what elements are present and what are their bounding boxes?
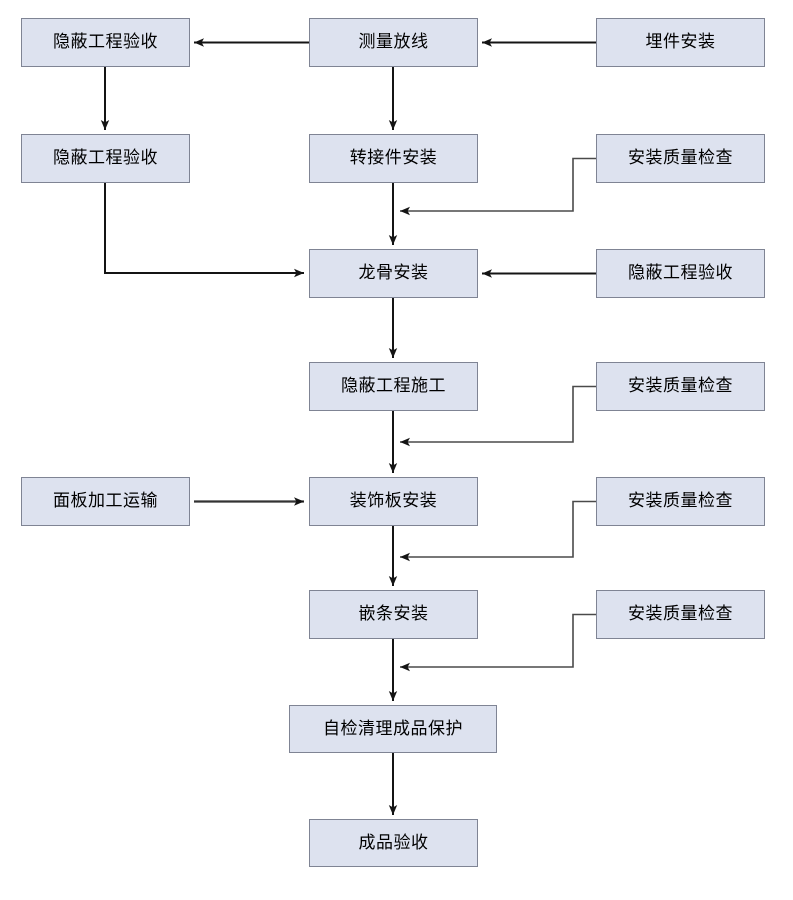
node-label: 面板加工运输	[53, 491, 158, 511]
node-survey-layout[interactable]: 测量放线	[309, 18, 478, 67]
node-label: 装饰板安装	[349, 491, 438, 511]
node-label: 安装质量检查	[628, 376, 733, 396]
node-label: 隐蔽工程验收	[53, 32, 158, 52]
node-label: 转接件安装	[349, 148, 438, 168]
node-trim-strip-install[interactable]: 嵌条安装	[309, 590, 478, 639]
node-concealed-work-acceptance-2[interactable]: 隐蔽工程验收	[21, 134, 190, 183]
node-label: 安装质量检查	[628, 491, 733, 511]
node-label: 埋件安装	[645, 32, 716, 52]
node-final-product-acceptance[interactable]: 成品验收	[309, 819, 478, 867]
edge-accept2-to-keel	[104, 183, 304, 278]
node-label: 隐蔽工程施工	[341, 376, 446, 396]
node-quality-inspection-1[interactable]: 安装质量检查	[596, 134, 765, 183]
node-label: 成品验收	[358, 832, 429, 853]
node-label: 嵌条安装	[358, 604, 429, 624]
node-quality-inspection-3[interactable]: 安装质量检查	[596, 477, 765, 526]
node-concealed-work-acceptance-3[interactable]: 隐蔽工程验收	[596, 249, 765, 298]
node-label: 龙骨安装	[358, 263, 429, 283]
node-embedded-part-install[interactable]: 埋件安装	[596, 18, 765, 67]
node-concealed-work-construction[interactable]: 隐蔽工程施工	[309, 362, 478, 411]
node-concealed-work-acceptance-1[interactable]: 隐蔽工程验收	[21, 18, 190, 67]
node-label: 安装质量检查	[628, 148, 733, 168]
node-label: 安装质量检查	[628, 604, 733, 624]
node-keel-install[interactable]: 龙骨安装	[309, 249, 478, 298]
node-label: 隐蔽工程验收	[628, 263, 733, 283]
node-selfcheck-clean-protect[interactable]: 自检清理成品保护	[289, 705, 497, 753]
node-label: 自检清理成品保护	[323, 718, 463, 739]
node-panel-fabrication-transport[interactable]: 面板加工运输	[21, 477, 190, 526]
node-decorative-panel-install[interactable]: 装饰板安装	[309, 477, 478, 526]
node-quality-inspection-4[interactable]: 安装质量检查	[596, 590, 765, 639]
node-quality-inspection-2[interactable]: 安装质量检查	[596, 362, 765, 411]
node-label: 测量放线	[358, 32, 429, 52]
node-adapter-install[interactable]: 转接件安装	[309, 134, 478, 183]
node-label: 隐蔽工程验收	[53, 148, 158, 168]
